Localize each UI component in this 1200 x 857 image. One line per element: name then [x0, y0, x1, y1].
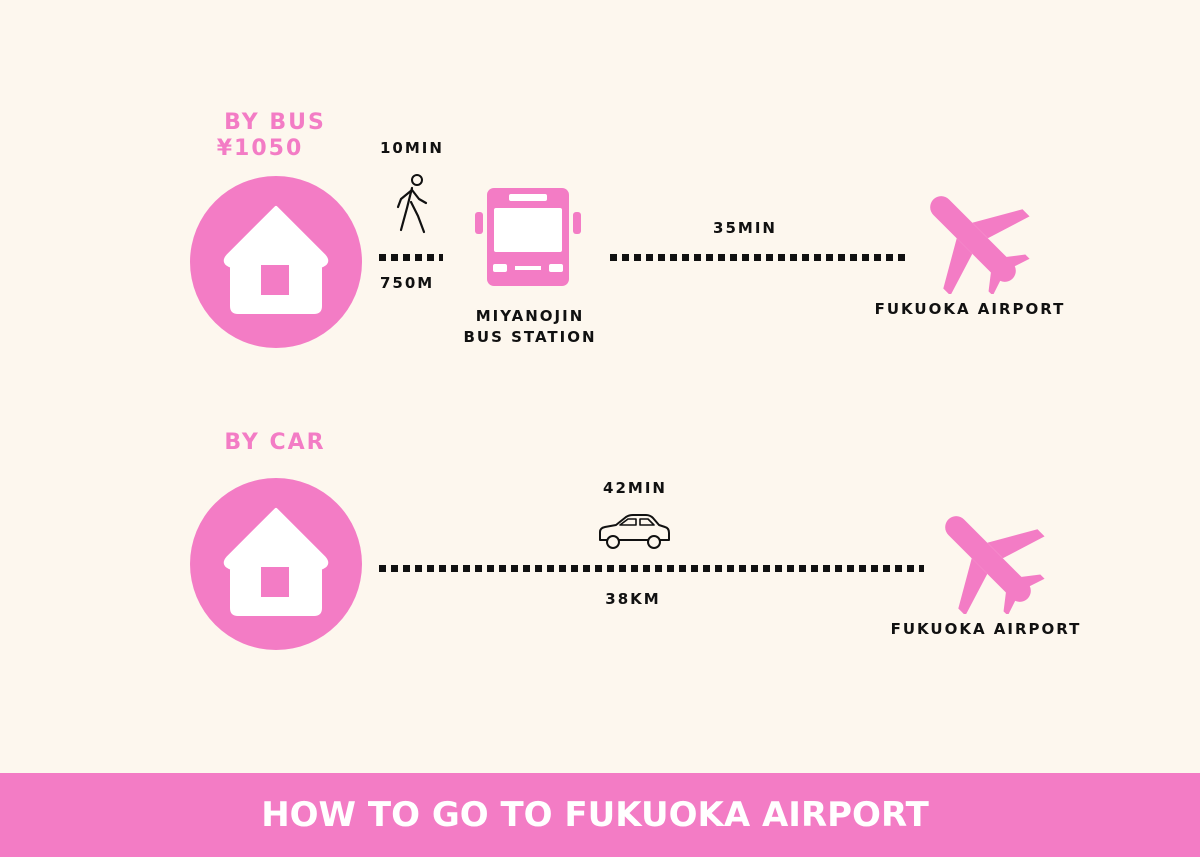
- walking-person-icon: [396, 174, 428, 234]
- home-circle-bus: [190, 176, 362, 348]
- bus-station-name-line1: MIYANOJIN: [475, 307, 585, 325]
- home-icon: [223, 206, 329, 314]
- drive-distance: 38KM: [605, 590, 661, 608]
- car-route-title: BY CAR: [224, 430, 326, 455]
- bus-ride-time: 35MIN: [713, 219, 777, 237]
- bus-route-line: [610, 254, 905, 261]
- drive-time: 42MIN: [603, 479, 667, 497]
- car-route-line: [379, 565, 924, 572]
- home-circle-car: [190, 478, 362, 650]
- bus-destination: FUKUOKA AIRPORT: [874, 300, 1066, 318]
- walk-distance: 750M: [380, 274, 435, 292]
- walk-route-line: [379, 254, 443, 261]
- title-banner: [0, 773, 1200, 857]
- home-icon: [223, 508, 329, 616]
- airplane-icon: [945, 516, 1045, 614]
- walk-time: 10MIN: [380, 139, 444, 157]
- car-destination: FUKUOKA AIRPORT: [890, 620, 1082, 638]
- bus-fare: ¥1050: [216, 136, 304, 161]
- car-icon: [599, 514, 670, 549]
- page-title: HOW TO GO TO FUKUOKA AIRPORT: [261, 795, 929, 835]
- bus-icon: [475, 188, 581, 286]
- bus-route-title: BY BUS: [224, 110, 326, 135]
- airplane-icon: [930, 196, 1030, 294]
- bus-station-name-line2: BUS STATION: [463, 328, 597, 346]
